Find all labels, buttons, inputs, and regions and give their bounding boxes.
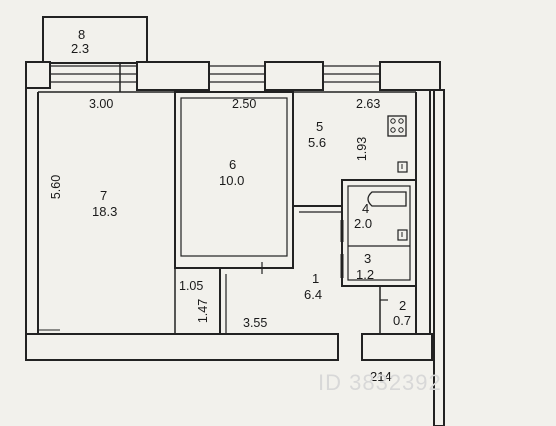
window-top-1 xyxy=(50,65,137,83)
room-5-number: 5 xyxy=(316,119,324,134)
dim-top-right: 2.63 xyxy=(356,97,381,111)
room6-inner xyxy=(180,97,288,257)
room-3-area: 1.2 xyxy=(356,267,375,282)
dim-bottom: 214 xyxy=(370,369,392,384)
dim-room5-height: 1.93 xyxy=(355,136,370,162)
bathroom-block xyxy=(341,179,417,287)
room-8-number: 8 xyxy=(78,27,86,42)
dim-top-left: 3.00 xyxy=(89,97,114,111)
room-7-area: 18.3 xyxy=(92,204,118,219)
right-building-wall xyxy=(433,89,445,426)
room-8-area: 2.3 xyxy=(71,41,90,56)
dim-left-height: 5.60 xyxy=(49,174,64,200)
room-6-area: 10.0 xyxy=(219,173,245,188)
room-1-number: 1 xyxy=(312,271,320,286)
top-wall-mid1 xyxy=(136,61,210,91)
stove-burner xyxy=(398,118,404,124)
bottom-wall-left xyxy=(25,333,339,361)
bottom-wall-right xyxy=(361,333,433,361)
stove-burner xyxy=(398,127,404,133)
balcony-outline xyxy=(42,16,148,64)
top-wall-mid2 xyxy=(264,61,324,91)
watermark: ID 3832392 xyxy=(318,370,442,395)
bathtub-icon xyxy=(367,191,407,207)
dim-top-mid: 2.50 xyxy=(232,97,257,111)
room-4-number: 4 xyxy=(362,201,370,216)
kitchen-sink-icon xyxy=(397,161,408,173)
room-3-number: 3 xyxy=(364,251,372,266)
room-2-number: 2 xyxy=(399,298,407,313)
stove-burner xyxy=(390,127,396,133)
room-4-area: 2.0 xyxy=(354,216,373,231)
bathroom-block-inner xyxy=(347,185,411,281)
bath-sink-icon xyxy=(397,229,408,241)
stove-burner xyxy=(390,118,396,124)
room-2-area: 0.7 xyxy=(393,313,412,328)
window-top-3 xyxy=(323,65,380,83)
room6-outline xyxy=(174,91,294,269)
room-6-number: 6 xyxy=(229,157,237,172)
room-1-area: 6.4 xyxy=(304,287,323,302)
dim-corridor-width: 1.05 xyxy=(179,279,204,293)
room-7-number: 7 xyxy=(100,188,108,203)
top-wall-left xyxy=(25,61,51,89)
stove-icon xyxy=(387,115,407,137)
window-top-2 xyxy=(209,65,265,83)
dim-hall-width: 3.55 xyxy=(243,316,268,330)
dim-corridor-height: 1.47 xyxy=(196,298,211,324)
room-5-area: 5.6 xyxy=(308,135,327,150)
top-wall-right xyxy=(379,61,441,91)
